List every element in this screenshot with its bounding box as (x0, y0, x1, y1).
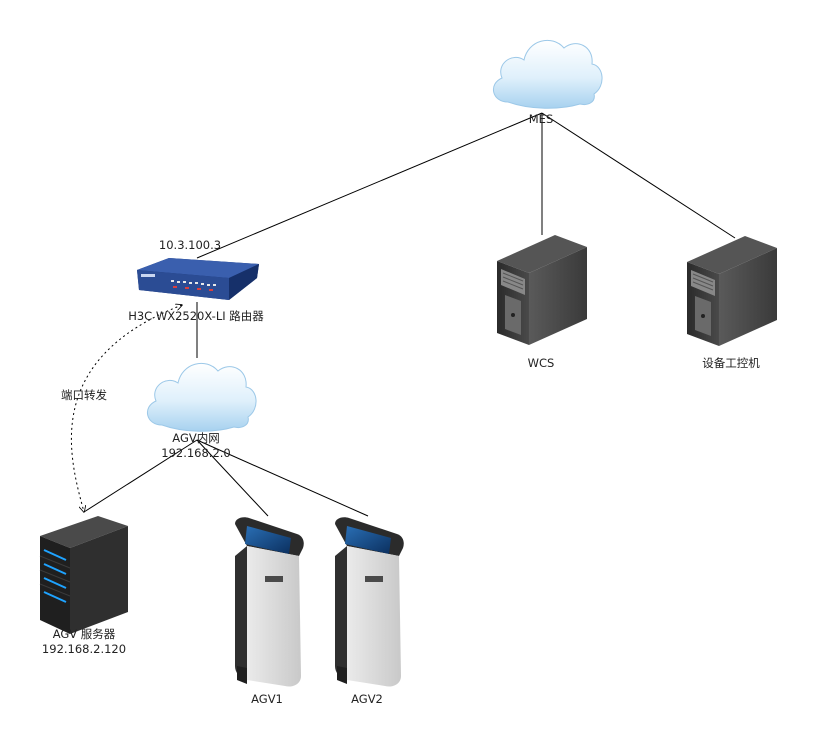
connections (70, 112, 736, 517)
wcs-server-icon (497, 235, 587, 345)
agv-server-label: AGV 服务器 (52, 627, 116, 641)
mes-cloud-icon (493, 39, 603, 109)
mes-label: MES (528, 112, 554, 126)
edge-mes-ipc (541, 112, 736, 239)
ipc-label: 设备工控机 (702, 356, 760, 370)
agv1-label: AGV1 (251, 692, 283, 706)
router-label: H3C WX2520X-LI 路由器 (128, 309, 264, 323)
edge-lan-agv2 (196, 439, 369, 517)
router-icon (137, 258, 259, 300)
agv-server-ip-label: 192.168.2.120 (41, 642, 127, 656)
port-forward-label: 端口转发 (61, 388, 107, 402)
router-ip-label: 10.3.100.3 (158, 238, 222, 252)
port-forward-arrow (70, 305, 182, 512)
agv-lan-label: AGV内网 (172, 431, 220, 445)
edge-mes-router (196, 112, 543, 259)
agv1-kiosk-icon (235, 517, 304, 687)
agv-lan-subnet-label: 192.168.2.0 (161, 446, 231, 460)
agv2-kiosk-icon (335, 517, 404, 687)
agv-server-icon (39, 516, 128, 634)
edge-lan-agv1 (196, 439, 269, 517)
ipc-server-icon (687, 236, 777, 346)
agv2-label: AGV2 (351, 692, 383, 706)
wcs-label: WCS (527, 356, 555, 370)
agv-lan-cloud-icon (147, 362, 257, 432)
